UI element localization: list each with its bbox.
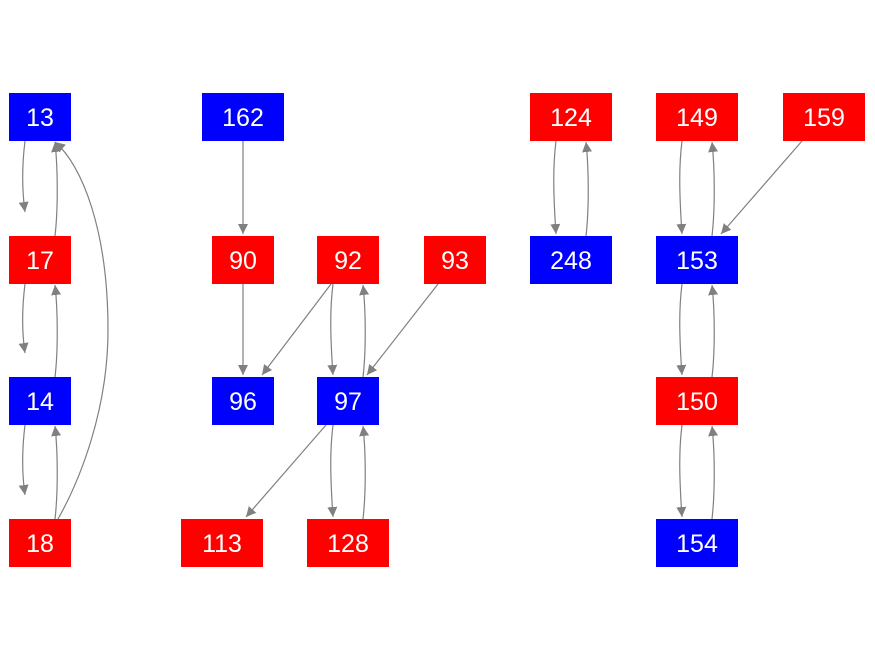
- node-18: 18: [9, 519, 71, 567]
- node-124: 124: [530, 93, 612, 141]
- node-box-90: [212, 236, 274, 284]
- edges-layer: [18, 140, 803, 520]
- node-box-154: [656, 519, 738, 567]
- node-label-159: 159: [803, 104, 845, 132]
- edge-18-to-13: [54, 141, 109, 520]
- node-label-153: 153: [676, 247, 718, 275]
- node-153: 153: [656, 236, 738, 284]
- node-box-93: [424, 236, 486, 284]
- node-17: 17: [9, 236, 71, 284]
- edge-97-to-92: [359, 284, 370, 378]
- edge-149-to-153: [676, 140, 687, 235]
- node-box-113: [181, 519, 263, 567]
- node-box-92: [317, 236, 379, 284]
- node-14: 14: [9, 377, 71, 425]
- node-label-149: 149: [676, 104, 718, 132]
- node-154: 154: [656, 519, 738, 567]
- node-box-97: [317, 377, 379, 425]
- node-162: 162: [202, 93, 284, 141]
- node-label-113: 113: [202, 530, 242, 558]
- edge-14-to-17: [51, 284, 62, 378]
- node-box-162: [202, 93, 284, 141]
- node-box-14: [9, 377, 71, 425]
- node-box-149: [656, 93, 738, 141]
- edge-14-to-18: [18, 424, 29, 496]
- node-box-17: [9, 236, 71, 284]
- edge-153-to-149: [708, 141, 719, 237]
- edge-124-to-248: [550, 140, 561, 235]
- nodes-layer: 13 17 14 18 162 90 92 93 96 97 113 128 124 248 149 159 1…: [9, 93, 865, 567]
- edge-159-to-153: [720, 140, 803, 235]
- node-label-128: 128: [327, 530, 369, 558]
- node-label-162: 162: [222, 104, 264, 132]
- node-label-18: 18: [26, 530, 54, 558]
- edge-150-to-153: [708, 284, 719, 378]
- node-label-96: 96: [229, 388, 257, 416]
- edge-17-to-13: [51, 141, 62, 237]
- node-box-153: [656, 236, 738, 284]
- node-96: 96: [212, 377, 274, 425]
- node-128: 128: [307, 519, 389, 567]
- node-90: 90: [212, 236, 274, 284]
- node-label-93: 93: [441, 247, 469, 275]
- edge-92-to-97: [327, 283, 338, 376]
- node-150: 150: [656, 377, 738, 425]
- node-label-17: 17: [26, 247, 54, 275]
- node-label-90: 90: [229, 247, 257, 275]
- node-box-150: [656, 377, 738, 425]
- node-box-96: [212, 377, 274, 425]
- node-label-124: 124: [550, 104, 592, 132]
- node-label-154: 154: [676, 530, 718, 558]
- node-label-14: 14: [26, 388, 54, 416]
- node-box-128: [307, 519, 389, 567]
- edge-17-to-14: [18, 283, 29, 354]
- node-box-159: [783, 93, 865, 141]
- node-label-248: 248: [550, 247, 592, 275]
- edge-13-to-17: [18, 140, 29, 213]
- node-box-18: [9, 519, 71, 567]
- node-label-13: 13: [26, 104, 54, 132]
- node-248: 248: [530, 236, 612, 284]
- edge-18-to-14: [51, 425, 62, 520]
- node-label-92: 92: [334, 247, 362, 275]
- node-label-97: 97: [334, 388, 362, 416]
- node-box-248: [530, 236, 612, 284]
- node-97: 97: [317, 377, 379, 425]
- node-92: 92: [317, 236, 379, 284]
- node-box-13: [9, 93, 71, 141]
- edge-150-to-154: [676, 424, 687, 518]
- edge-153-to-150: [676, 283, 687, 376]
- edge-128-to-97: [359, 425, 370, 520]
- edge-93-to-97: [366, 283, 439, 376]
- edge-97-to-128: [327, 424, 338, 518]
- edge-154-to-150: [708, 425, 719, 520]
- node-93: 93: [424, 236, 486, 284]
- edge-97-to-113: [245, 424, 327, 518]
- node-149: 149: [656, 93, 738, 141]
- node-13: 13: [9, 93, 71, 141]
- node-box-124: [530, 93, 612, 141]
- node-159: 159: [783, 93, 865, 141]
- edge-92-to-96: [261, 283, 332, 376]
- node-113: 113: [181, 519, 263, 567]
- edge-248-to-124: [582, 141, 593, 237]
- node-label-150: 150: [676, 388, 718, 416]
